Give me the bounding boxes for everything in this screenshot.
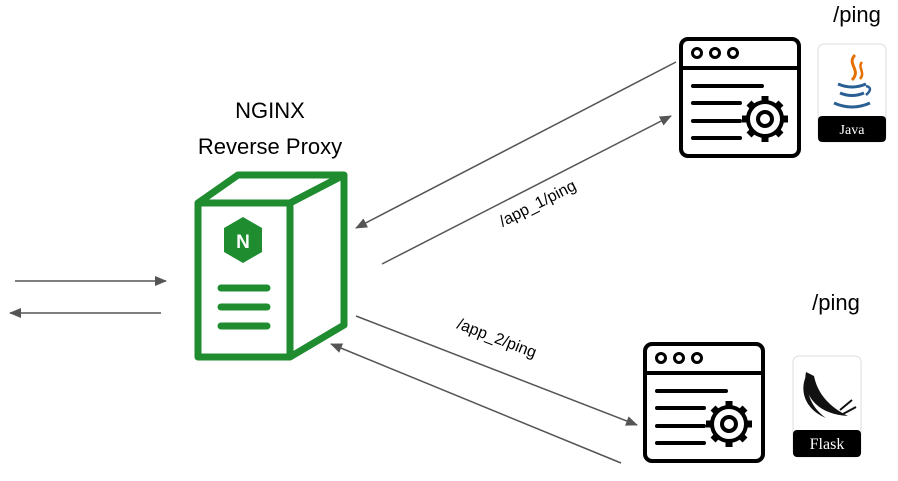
nginx-server-icon bbox=[194, 171, 348, 361]
proxy-title-line1: NGINX bbox=[235, 98, 305, 123]
java-logo: Java bbox=[817, 43, 887, 143]
app1-window-icon bbox=[679, 37, 801, 158]
app1-endpoint-label: /ping bbox=[833, 2, 881, 27]
java-coffee-cup-icon bbox=[833, 53, 872, 109]
app2-response-arrow bbox=[330, 343, 622, 464]
nginx-badge-icon: N bbox=[224, 217, 262, 263]
svg-text:N: N bbox=[236, 232, 250, 253]
app1-response-arrow bbox=[355, 61, 677, 229]
app2-request-arrow bbox=[355, 315, 638, 426]
flask-logo: Flask bbox=[792, 355, 862, 458]
app2-window-icon bbox=[643, 342, 765, 463]
app2-route-label: /app_2/ping bbox=[455, 316, 539, 362]
flask-label: Flask bbox=[810, 436, 845, 453]
proxy-title-line2: Reverse Proxy bbox=[198, 134, 342, 159]
app1-route-label: /app_1/ping bbox=[497, 177, 579, 230]
app2-endpoint-label: /ping bbox=[812, 290, 860, 315]
flask-horn-icon bbox=[803, 372, 857, 418]
app1-request-arrow bbox=[381, 115, 672, 265]
java-label: Java bbox=[840, 123, 866, 138]
